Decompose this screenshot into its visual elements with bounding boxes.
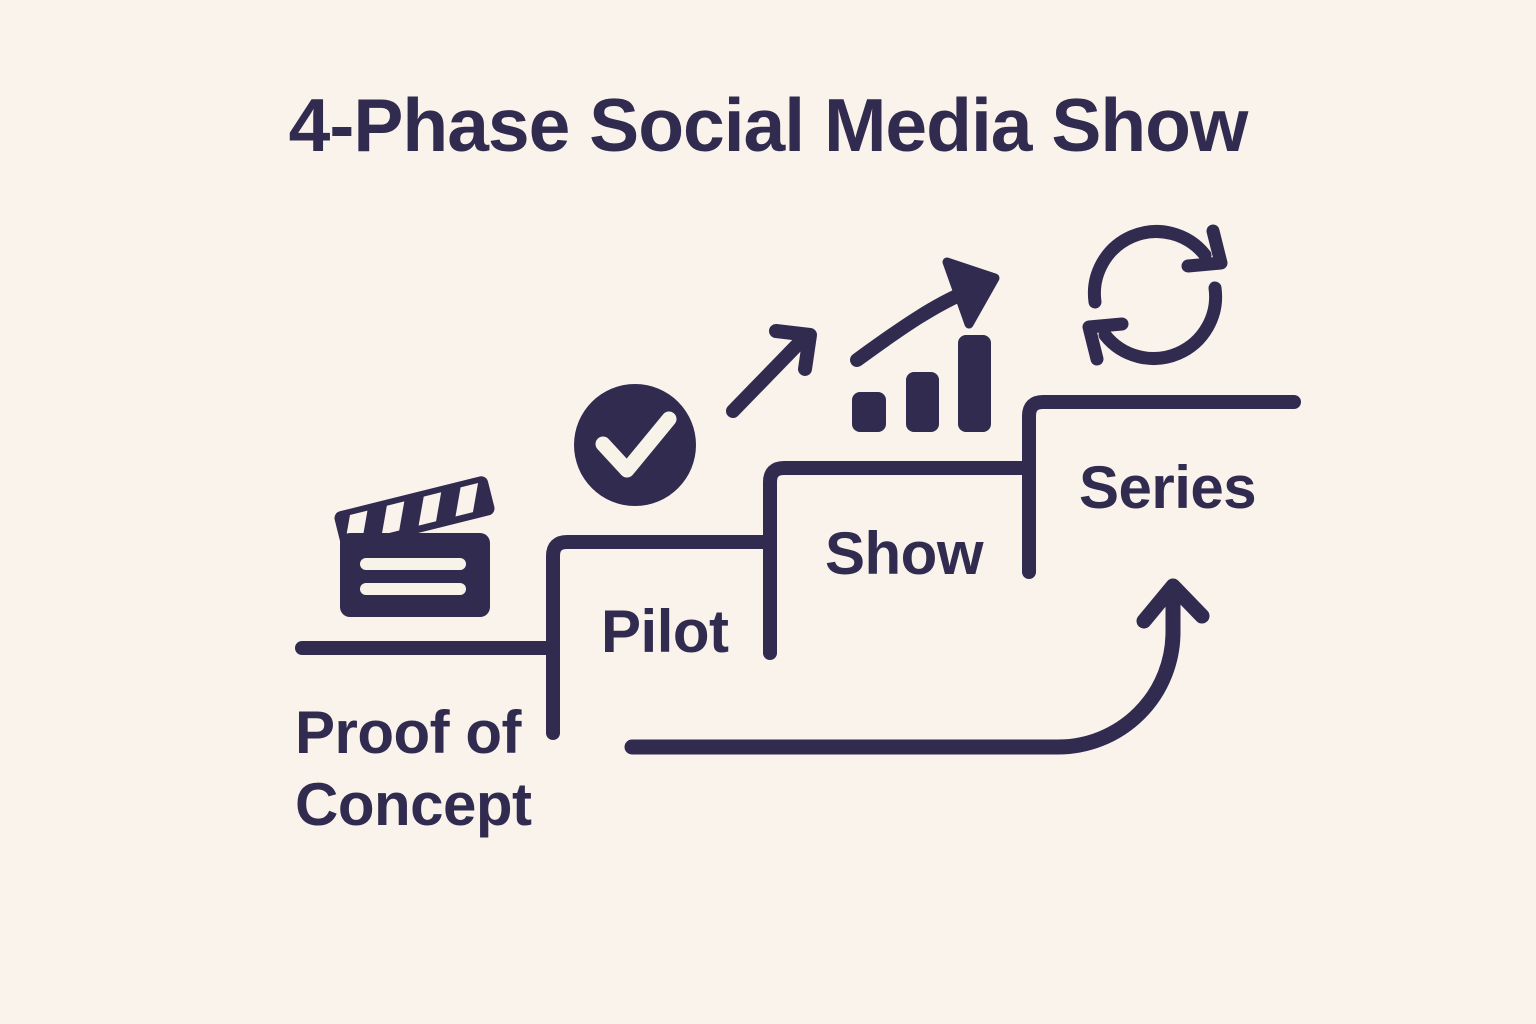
page-title: 4-Phase Social Media Show [288, 83, 1249, 167]
cycle-icon [1082, 224, 1228, 366]
growth-chart-icon [850, 257, 1000, 432]
loop-back-arrow-icon [624, 578, 1210, 755]
step-line-pilot [546, 535, 777, 740]
step-line-show [763, 461, 1036, 660]
clapperboard-icon [334, 476, 495, 617]
staircase-steps [295, 395, 1301, 740]
phase-label-pilot: Pilot [601, 598, 729, 665]
up-right-arrow-icon [726, 324, 817, 418]
step-line-series [1022, 395, 1301, 579]
check-circle-icon [574, 384, 696, 506]
phase-label-proof-of-concept: Proof of Concept [295, 699, 532, 838]
phase-label-series: Series [1079, 454, 1257, 521]
phase-label-show: Show [825, 520, 984, 587]
